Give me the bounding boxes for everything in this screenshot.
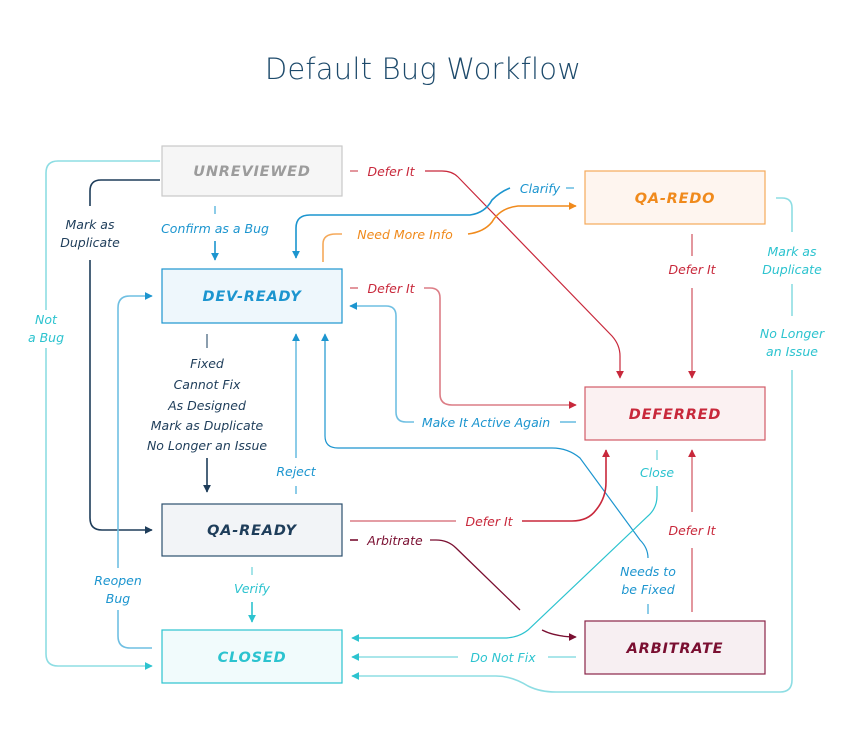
edge-make-active: [349, 302, 414, 423]
label-close: Close: [640, 465, 674, 480]
label-qaredo-close-3: No Longer: [760, 326, 825, 341]
label-verify: Verify: [234, 581, 271, 596]
edge-reopen-upper: [117, 292, 153, 568]
edge-need-more-info-left: [322, 233, 342, 262]
node-dev-ready-label: DEV-READY: [202, 289, 302, 305]
node-deferred[interactable]: DEFERRED: [584, 386, 766, 441]
edge-close: [351, 486, 658, 642]
label-qaredo-defer: Defer It: [668, 262, 716, 277]
label-not-a-bug-1: Not: [35, 312, 58, 327]
edge-qaredo-close-top: [776, 197, 793, 232]
node-arbitrate[interactable]: ARBITRATE: [584, 620, 766, 675]
diagram-title: Default Bug Workflow: [264, 52, 582, 86]
label-qaredo-close-1: Mark as: [768, 244, 817, 259]
label-reopen-1: Reopen: [94, 573, 142, 588]
label-dev-resolution-1: Fixed: [190, 356, 224, 371]
label-arbitrate: Arbitrate: [366, 533, 423, 548]
edge-needs-fixed: [321, 333, 649, 559]
label-unreviewed-defer: Defer It: [367, 164, 415, 179]
edge-arbitrate: [430, 539, 576, 637]
edge-qaready-defer-right: [522, 449, 610, 522]
label-mark-duplicate-left-2: Duplicate: [60, 235, 120, 250]
edge-mark-duplicate-left-lower: [89, 260, 153, 534]
node-qa-redo-label: QA-REDO: [635, 191, 716, 207]
label-arbitrate-defer: Defer It: [668, 523, 716, 538]
node-unreviewed[interactable]: UNREVIEWED: [161, 145, 343, 197]
node-qa-ready[interactable]: QA-READY: [161, 503, 343, 557]
label-qaready-defer: Defer It: [465, 514, 513, 529]
label-confirm-bug: Confirm as a Bug: [161, 221, 269, 236]
label-devready-defer: Defer It: [367, 281, 415, 296]
node-qa-redo[interactable]: QA-REDO: [584, 170, 766, 225]
edge-need-more-info-right: [467, 202, 577, 235]
label-not-a-bug-2: a Bug: [28, 330, 64, 345]
label-dev-resolution-3: As Designed: [167, 398, 246, 413]
label-needs-fixed-1: Needs to: [620, 564, 676, 579]
label-need-more-info: Need More Info: [357, 227, 453, 242]
label-make-active: Make It Active Again: [422, 415, 550, 430]
label-dev-resolution-2: Cannot Fix: [174, 377, 241, 392]
node-arbitrate-label: ARBITRATE: [626, 641, 724, 657]
node-closed-label: CLOSED: [218, 650, 287, 666]
label-needs-fixed-2: be Fixed: [621, 582, 674, 597]
edge-devready-defer: [424, 287, 577, 409]
node-closed[interactable]: CLOSED: [161, 629, 343, 684]
node-unreviewed-label: UNREVIEWED: [193, 164, 310, 180]
edge-not-a-bug-lower: [45, 348, 153, 670]
node-dev-ready[interactable]: DEV-READY: [161, 268, 343, 324]
label-dev-resolution-5: No Longer an Issue: [147, 438, 267, 453]
edge-not-a-bug: [45, 160, 160, 310]
label-reject: Reject: [276, 464, 316, 479]
edge-mark-duplicate-left: [89, 179, 160, 206]
label-qaredo-close-4: an Issue: [766, 344, 818, 359]
edge-unreviewed-defer: [425, 170, 624, 379]
label-reopen-2: Bug: [106, 591, 130, 606]
label-clarify: Clarify: [520, 181, 561, 196]
edge-reopen: [117, 610, 152, 649]
label-dev-resolution-4: Mark as Duplicate: [151, 418, 264, 433]
label-qaredo-close-2: Duplicate: [762, 262, 822, 277]
label-mark-duplicate-left-1: Mark as: [66, 217, 115, 232]
edge-clarify: [292, 187, 511, 259]
node-deferred-label: DEFERRED: [629, 407, 721, 423]
node-qa-ready-label: QA-READY: [207, 523, 297, 539]
edge-qaredo-close-bottom: [351, 370, 793, 693]
label-do-not-fix: Do Not Fix: [470, 650, 536, 665]
